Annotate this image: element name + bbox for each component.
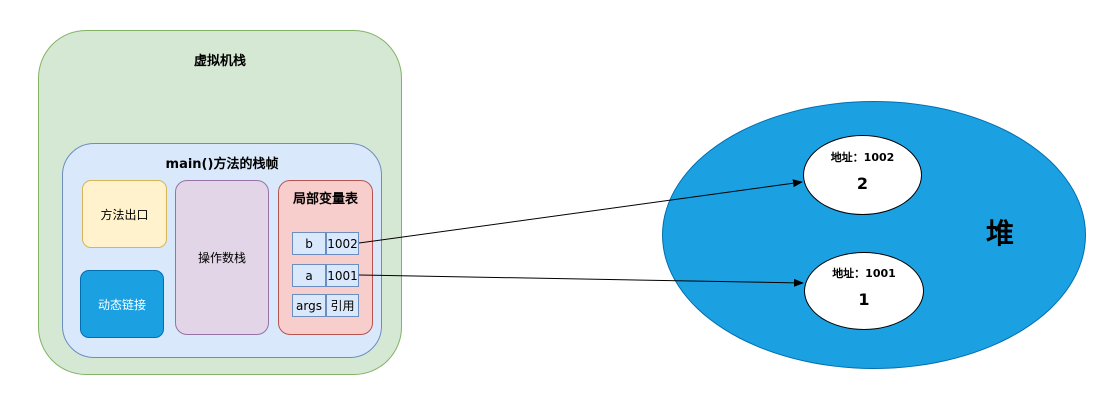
dynamic-link-box: 动态链接 — [80, 270, 164, 338]
heap-object-1001 — [804, 252, 924, 330]
dynamic-link-label: 动态链接 — [97, 297, 146, 312]
heap-label: 堆 — [985, 217, 1014, 250]
method-exit-box: 方法出口 — [82, 180, 167, 248]
local-var-value: 引用 — [330, 299, 355, 313]
local-var-name: a — [305, 268, 313, 283]
operand-stack-label: 操作数栈 — [197, 251, 246, 265]
local-var-name-cell: args — [292, 294, 326, 317]
heap-object-1002 — [803, 135, 922, 215]
heap-object-address: 地址：1002 — [830, 151, 895, 164]
local-var-value: 1001 — [327, 268, 358, 283]
stack-frame-title: main()方法的栈帧 — [165, 157, 279, 172]
local-var-value-cell: 引用 — [326, 294, 359, 317]
vm-stack-title: 虚拟机栈 — [193, 54, 246, 69]
arrow-b-to-1002 — [358, 179, 803, 244]
local-var-name: args — [296, 298, 322, 313]
local-var-name: b — [305, 236, 313, 251]
local-var-value-cell: 1001 — [326, 264, 359, 287]
local-var-value-cell: 1002 — [326, 232, 359, 255]
local-var-name-cell: a — [292, 264, 326, 287]
arrow-a-to-1001 — [358, 274, 804, 287]
heap-object-value: 1 — [858, 290, 870, 309]
local-variable-table-title: 局部变量表 — [292, 192, 358, 207]
heap-object-address: 地址：1001 — [832, 267, 896, 280]
operand-stack-box: 操作数栈 — [175, 180, 269, 335]
heap-object-value: 2 — [856, 174, 869, 193]
local-var-name-cell: b — [292, 232, 326, 255]
local-var-value: 1002 — [327, 236, 358, 251]
method-exit-label: 方法出口 — [100, 207, 149, 222]
